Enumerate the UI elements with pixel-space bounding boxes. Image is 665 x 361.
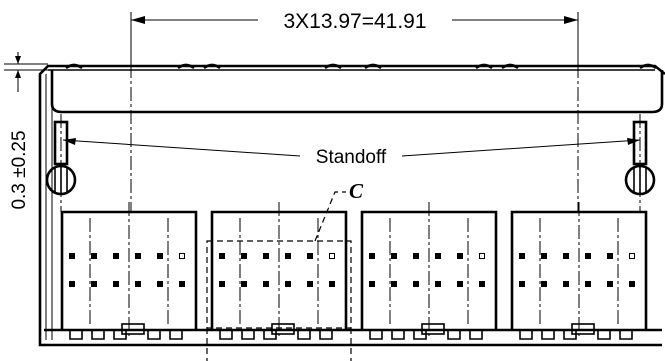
port-1: [60, 64, 198, 336]
contact-pin: [435, 253, 441, 259]
contact-pin: [91, 253, 97, 259]
offset-dimension: 0.3 ±0.25: [4, 52, 48, 210]
base-pins-1: [69, 323, 183, 340]
contact-pin: [307, 281, 313, 287]
standoff-callout: Standoff: [62, 138, 641, 168]
contact-pin: [69, 281, 75, 287]
contact-pin: [113, 281, 119, 287]
contact-pin: [263, 281, 269, 287]
contact-pin: [457, 281, 463, 287]
detail-c: C: [206, 179, 364, 361]
port-3: [360, 202, 498, 336]
contact-pin: [329, 281, 335, 287]
contact-pin: [607, 281, 613, 287]
base-pins-4: [519, 323, 633, 340]
contact-pin: [629, 253, 635, 259]
ports: [60, 64, 648, 336]
contact-pin: [241, 281, 247, 287]
contact-pin: [113, 253, 119, 259]
contact-pin: [307, 253, 313, 259]
contact-pin: [541, 253, 547, 259]
contact-pin: [91, 281, 97, 287]
contact-pin: [285, 253, 291, 259]
offset-dimension-label: 0.3 ±0.25: [9, 130, 30, 209]
contact-pin: [607, 253, 613, 259]
contact-pin: [585, 253, 591, 259]
standoff-label: Standoff: [316, 147, 387, 168]
contact-pin: [369, 281, 375, 287]
contact-pin: [69, 253, 75, 259]
detail-c-label: C: [349, 179, 364, 203]
contact-pin: [157, 253, 163, 259]
standoff-right: [624, 114, 656, 212]
port-2: [210, 202, 348, 336]
contact-pin: [435, 281, 441, 287]
contact-pin: [413, 253, 419, 259]
contact-pin: [157, 281, 163, 287]
contact-pin: [219, 253, 225, 259]
contact-pin: [285, 281, 291, 287]
connector-housing: [38, 63, 665, 347]
contact-pin: [391, 281, 397, 287]
contact-pin: [479, 253, 485, 259]
contact-pin: [263, 253, 269, 259]
contact-pin: [391, 253, 397, 259]
contact-pin: [629, 281, 635, 287]
contact-pin: [563, 253, 569, 259]
contact-pin: [135, 281, 141, 287]
port-4: [510, 64, 648, 336]
connector-base: [44, 323, 662, 347]
contact-pin: [519, 253, 525, 259]
contact-pin: [457, 253, 463, 259]
contact-pin: [135, 253, 141, 259]
contact-pin: [219, 281, 225, 287]
base-pins-3: [369, 323, 483, 340]
contact-pin: [179, 253, 185, 259]
standoff-left: [45, 114, 77, 212]
contact-pin: [519, 281, 525, 287]
contact-pin: [329, 253, 335, 259]
contact-pin: [479, 281, 485, 287]
contact-pin: [369, 253, 375, 259]
base-pins-2: [219, 323, 333, 340]
contact-pin: [541, 281, 547, 287]
contact-pin: [241, 253, 247, 259]
contact-pin: [413, 281, 419, 287]
pitch-dimension-label: 3X13.97=41.91: [283, 10, 426, 33]
contact-pin: [179, 281, 185, 287]
contact-pin: [585, 281, 591, 287]
pitch-dimension: 3X13.97=41.91: [130, 10, 579, 64]
contact-pin: [563, 281, 569, 287]
